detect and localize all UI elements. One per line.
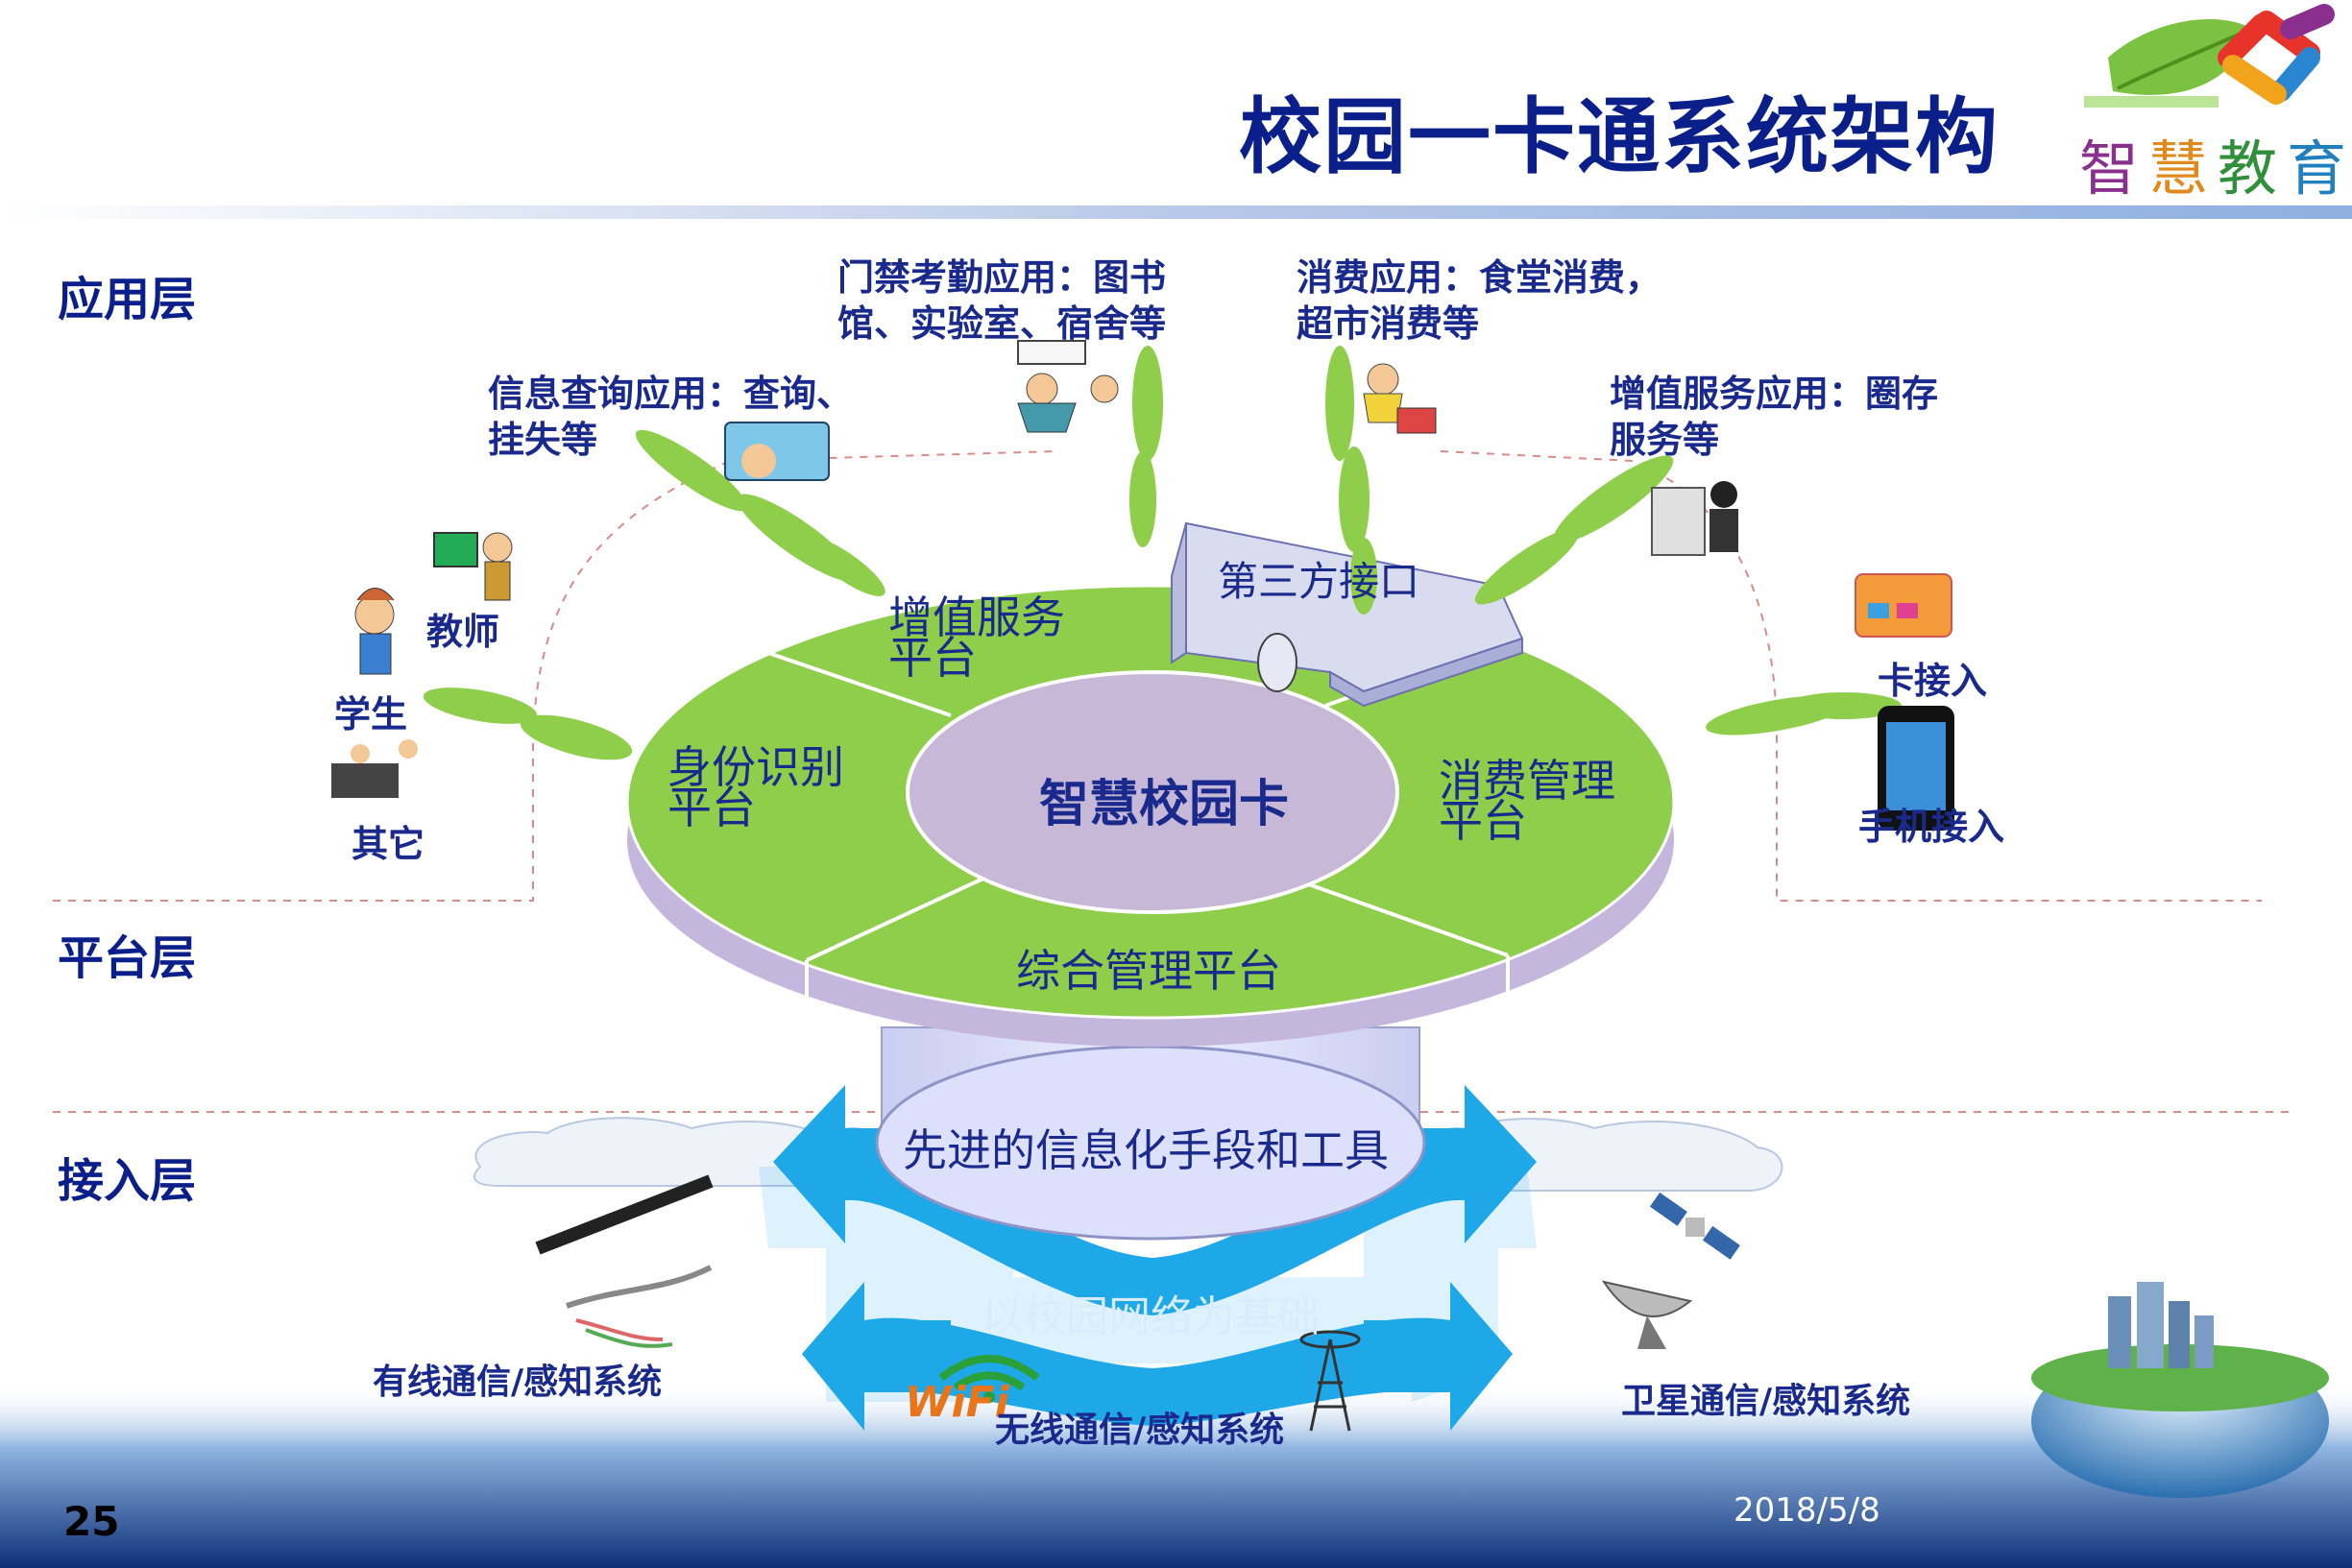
segment-value-added-line1: 增值服务 <box>888 591 1065 643</box>
vine-connectors <box>423 346 1902 760</box>
satellite-icon <box>1649 1192 1740 1260</box>
network-label: 以校园网络为基础 <box>982 1292 1320 1341</box>
app-value-added: 增值服务应用：圈存 服务等 <box>1610 371 1938 463</box>
date-label: 2018/5/8 <box>1734 1491 1880 1530</box>
brand-char-4: 育 <box>2287 133 2347 204</box>
shopping-illustration-icon <box>1363 363 1437 434</box>
cable-icon <box>535 1174 714 1348</box>
logo-leaf-icon <box>2084 19 2252 108</box>
layer-label-access: 接入层 <box>58 1154 197 1208</box>
app-info-query-line1: 信息查询应用：查询、 <box>488 373 854 415</box>
brand-char-1: 智 <box>2079 133 2140 204</box>
app-consumption-line2: 超市消费等 <box>1297 302 1480 345</box>
user-other: 其它 <box>352 823 425 865</box>
campus-card-icon <box>1855 573 1952 638</box>
tools-label: 先进的信息化手段和工具 <box>903 1124 1389 1176</box>
wifi-label: WiFi <box>905 1378 1009 1427</box>
app-consumption-line1: 消费应用：食堂消费， <box>1297 256 1662 299</box>
header-divider <box>0 205 2352 219</box>
page-title: 校园一卡通系统架构 <box>1239 89 2000 185</box>
center-label: 智慧校园卡 <box>1039 775 1290 833</box>
globe-island-icon <box>2031 1282 2329 1498</box>
segment-identity-line1: 身份识别 <box>667 741 844 793</box>
student-illustration-icon <box>354 588 395 675</box>
segment-value-added-line2: 平台 <box>888 632 977 684</box>
app-access-control-line2: 馆、实验室、宿舍等 <box>837 302 1167 345</box>
satellite-dish-icon <box>1601 1280 1693 1349</box>
app-value-added-line2: 服务等 <box>1610 419 1720 461</box>
segment-identity: 身份识别 平台 <box>667 741 844 833</box>
segment-consumption-mgmt: 消费管理 平台 <box>1439 755 1615 847</box>
app-info-query-line2: 挂失等 <box>488 419 598 461</box>
page-number: 25 <box>63 1498 120 1545</box>
access-satellite: 卫星通信/感知系统 <box>1621 1382 1911 1421</box>
database-icon <box>1257 633 1297 692</box>
info-query-illustration-icon <box>724 422 830 481</box>
app-info-query: 信息查询应用：查询、 挂失等 <box>488 371 853 463</box>
segment-value-added: 增值服务 平台 <box>888 591 1065 684</box>
app-value-added-line1: 增值服务应用：圈存 <box>1610 373 1939 415</box>
center-ellipse <box>906 670 1399 914</box>
brand-char-3: 教 <box>2218 133 2278 204</box>
access-wired: 有线通信/感知系统 <box>373 1363 663 1402</box>
network-arrows <box>759 1085 1537 1431</box>
segment-identity-line2: 平台 <box>667 782 756 833</box>
wifi-icon <box>938 1355 1040 1403</box>
app-access-control-line1: 门禁考勤应用：图书 <box>837 256 1167 299</box>
segment-integrated-mgmt: 综合管理平台 <box>1016 945 1281 997</box>
atm-illustration-icon <box>1651 481 1738 556</box>
user-student: 学生 <box>334 693 408 736</box>
segment-consumption-mgmt-line2: 平台 <box>1439 795 1527 847</box>
third-party-block <box>1171 521 1524 708</box>
access-control-illustration-icon <box>1017 340 1119 433</box>
third-party-interface: 第三方接口 <box>1218 558 1420 605</box>
access-card: 卡接入 <box>1878 660 1988 702</box>
brand-char-2: 慧 <box>2148 133 2209 204</box>
app-consumption: 消费应用：食堂消费， 超市消费等 <box>1297 254 1661 347</box>
layer-label-application: 应用层 <box>58 273 197 326</box>
access-wireless: 无线通信/感知系统 <box>995 1411 1285 1450</box>
radio-tower-icon <box>1299 1330 1361 1432</box>
user-teacher: 教师 <box>426 611 500 653</box>
others-illustration-icon <box>331 739 418 798</box>
layer-label-platform: 平台层 <box>58 931 197 985</box>
brand-logo-text: 智慧教育 <box>2079 120 2352 206</box>
access-phone: 手机接入 <box>1858 806 2005 848</box>
app-access-control: 门禁考勤应用：图书 馆、实验室、宿舍等 <box>837 254 1166 347</box>
mobile-phone-icon <box>1878 706 1954 831</box>
segment-consumption-mgmt-line1: 消费管理 <box>1439 755 1615 807</box>
logo-ribbon-icon <box>2218 4 2335 105</box>
teacher-illustration-icon <box>433 532 513 601</box>
